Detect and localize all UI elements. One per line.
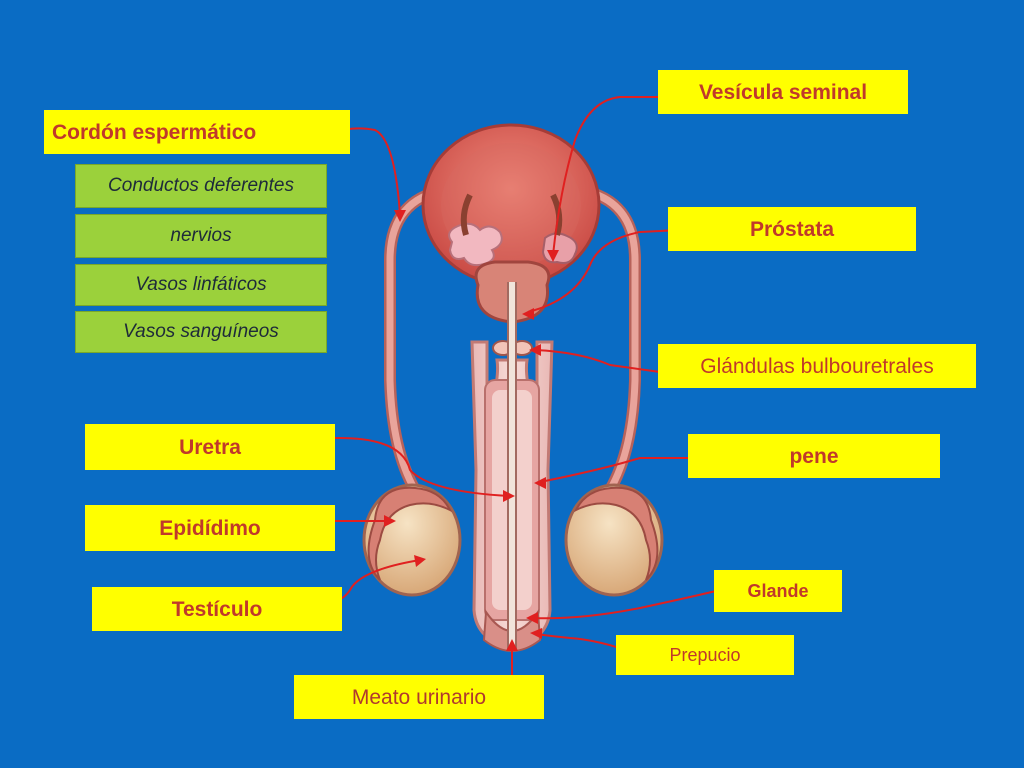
label-vesicula-seminal: Vesícula seminal — [658, 70, 908, 114]
label-prostata: Próstata — [668, 207, 916, 251]
label-uretra: Uretra — [85, 424, 335, 470]
vas-deferens — [384, 184, 641, 496]
label-prepucio: Prepucio — [616, 635, 794, 675]
label-cordon-espermatico: Cordón espermático — [44, 110, 350, 154]
cord-component-sanguineos: Vasos sanguíneos — [75, 311, 327, 353]
label-epididimo: Epidídimo — [85, 505, 335, 551]
label-glandulas-bulbouretrales: Glándulas bulbouretrales — [658, 344, 976, 388]
cord-component-nervios: nervios — [75, 214, 327, 258]
label-testiculo: Testículo — [92, 587, 342, 631]
label-glande: Glande — [714, 570, 842, 612]
label-pene: pene — [688, 434, 940, 478]
right-testis — [564, 483, 664, 597]
left-testis — [362, 483, 462, 597]
label-meato-urinario: Meato urinario — [294, 675, 544, 719]
cord-component-linfaticos: Vasos linfáticos — [75, 264, 327, 306]
arrowheads — [384, 210, 559, 651]
cord-component-conductos: Conductos deferentes — [75, 164, 327, 208]
